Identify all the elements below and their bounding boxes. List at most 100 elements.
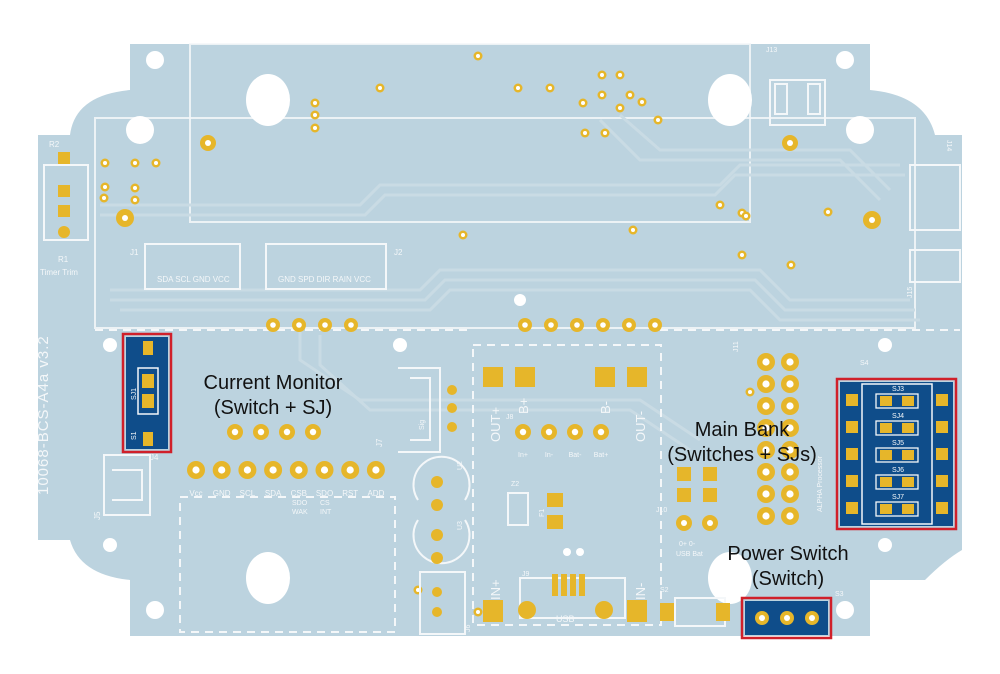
sj-jumper-row: SJ3 (846, 386, 948, 409)
j7-pin (187, 461, 205, 479)
via (615, 70, 625, 80)
j8-pin (515, 424, 531, 440)
b-minus-label: B- (598, 401, 613, 414)
j7-pin-label: RST (342, 489, 358, 498)
j2-label: J2 (394, 248, 403, 257)
via (513, 83, 523, 93)
pad (622, 318, 636, 332)
j11-pin (757, 463, 775, 481)
via (625, 90, 635, 100)
via (745, 387, 755, 397)
j7-pin-label: SCL (240, 489, 256, 498)
j10-sub: USB Bat (676, 551, 703, 558)
j7-pin-label: CSB (291, 489, 307, 498)
j11-pin (781, 441, 799, 459)
j8-pin (567, 424, 583, 440)
in-minus-label: IN- (633, 583, 648, 600)
j1-label: J1 (130, 248, 139, 257)
j8-label: J8 (506, 414, 514, 421)
j7-sub-sdo: SDO (292, 500, 308, 507)
via (130, 195, 140, 205)
pad (518, 318, 532, 332)
sj1-label: SJ1 (131, 388, 138, 400)
mounting-holes (103, 51, 892, 619)
r2-label: R2 (49, 140, 60, 149)
via (823, 207, 833, 217)
via (615, 103, 625, 113)
sj-jumper-row: SJ6 (846, 467, 948, 490)
j7-pin-header (187, 461, 385, 479)
via (741, 211, 751, 221)
s4-label: S4 (860, 360, 869, 367)
j14-label: J14 (945, 140, 952, 151)
j7-pin-label: SDO (316, 489, 333, 498)
charger-pads (483, 367, 647, 387)
j7-pin-label: GND (213, 489, 231, 498)
j7-pin (366, 461, 385, 479)
r2-trimmer (43, 152, 89, 241)
j13-label: J13 (766, 47, 777, 54)
j7-pin-label: ADD (367, 489, 384, 498)
j8-pin-label: In- (545, 452, 554, 459)
via (151, 158, 161, 168)
r1-label: R1 (58, 255, 69, 264)
j8-pin-labels: In+In-Bat-Bat+ (518, 452, 608, 459)
via (597, 90, 607, 100)
in-minus-pad (627, 600, 647, 622)
j13-connector (769, 79, 826, 126)
j11-pin (757, 397, 775, 415)
sj-jumper-row: SJ5 (846, 440, 948, 463)
via (786, 260, 796, 270)
s2-switch (660, 597, 730, 627)
current-monitor-subtitle: (Switch + SJ) (214, 397, 332, 419)
pad (344, 318, 358, 332)
via (473, 607, 483, 617)
pad (318, 318, 332, 332)
pad (648, 318, 662, 332)
sj-label: SJ5 (892, 440, 904, 447)
via (130, 158, 140, 168)
via (375, 83, 385, 93)
via (130, 183, 140, 193)
usb-label: USB (556, 614, 575, 624)
j4-label: J4 (150, 453, 159, 462)
f1-label: F1 (539, 509, 546, 517)
j11-pin (781, 463, 799, 481)
s3-pins (755, 611, 819, 625)
j9-label: J9 (522, 571, 530, 578)
j7-pin (289, 461, 308, 479)
j7-pin-label: SDA (265, 489, 282, 498)
main-bank-callout-box (835, 377, 958, 531)
via (628, 225, 638, 235)
j1-pins: SDA SCL GND VCC (157, 275, 230, 284)
via (100, 182, 110, 192)
sj-jumper-row: SJ4 (846, 413, 948, 436)
j8-pin-label: Bat+ (594, 452, 609, 459)
sj-label: SJ4 (892, 413, 904, 420)
sj-jumper-row: SJ7 (846, 494, 948, 517)
j7-pin (264, 461, 283, 479)
board-outline (38, 44, 962, 636)
s2-label: S2 (660, 587, 669, 594)
j1-outline (144, 243, 241, 290)
via (580, 128, 590, 138)
sig-label: Sig (419, 420, 426, 430)
j8-pin-label: Bat- (569, 452, 583, 459)
via-group (99, 51, 833, 617)
pad (544, 318, 558, 332)
upper-thru-holes (116, 135, 881, 229)
via (99, 193, 109, 203)
sj-label: SJ6 (892, 467, 904, 474)
j8-pin (541, 424, 557, 440)
out-plus-label: OUT+ (488, 407, 503, 442)
j7-pin (212, 461, 231, 479)
j8-pin-header (515, 424, 609, 440)
j10-header (676, 488, 718, 531)
j10-label: J10 (656, 507, 667, 514)
j11-pin (781, 485, 799, 503)
j11-pin (781, 507, 799, 525)
u3-transistor (412, 455, 471, 565)
sj-label: SJ7 (892, 494, 904, 501)
j11-pin (757, 485, 775, 503)
